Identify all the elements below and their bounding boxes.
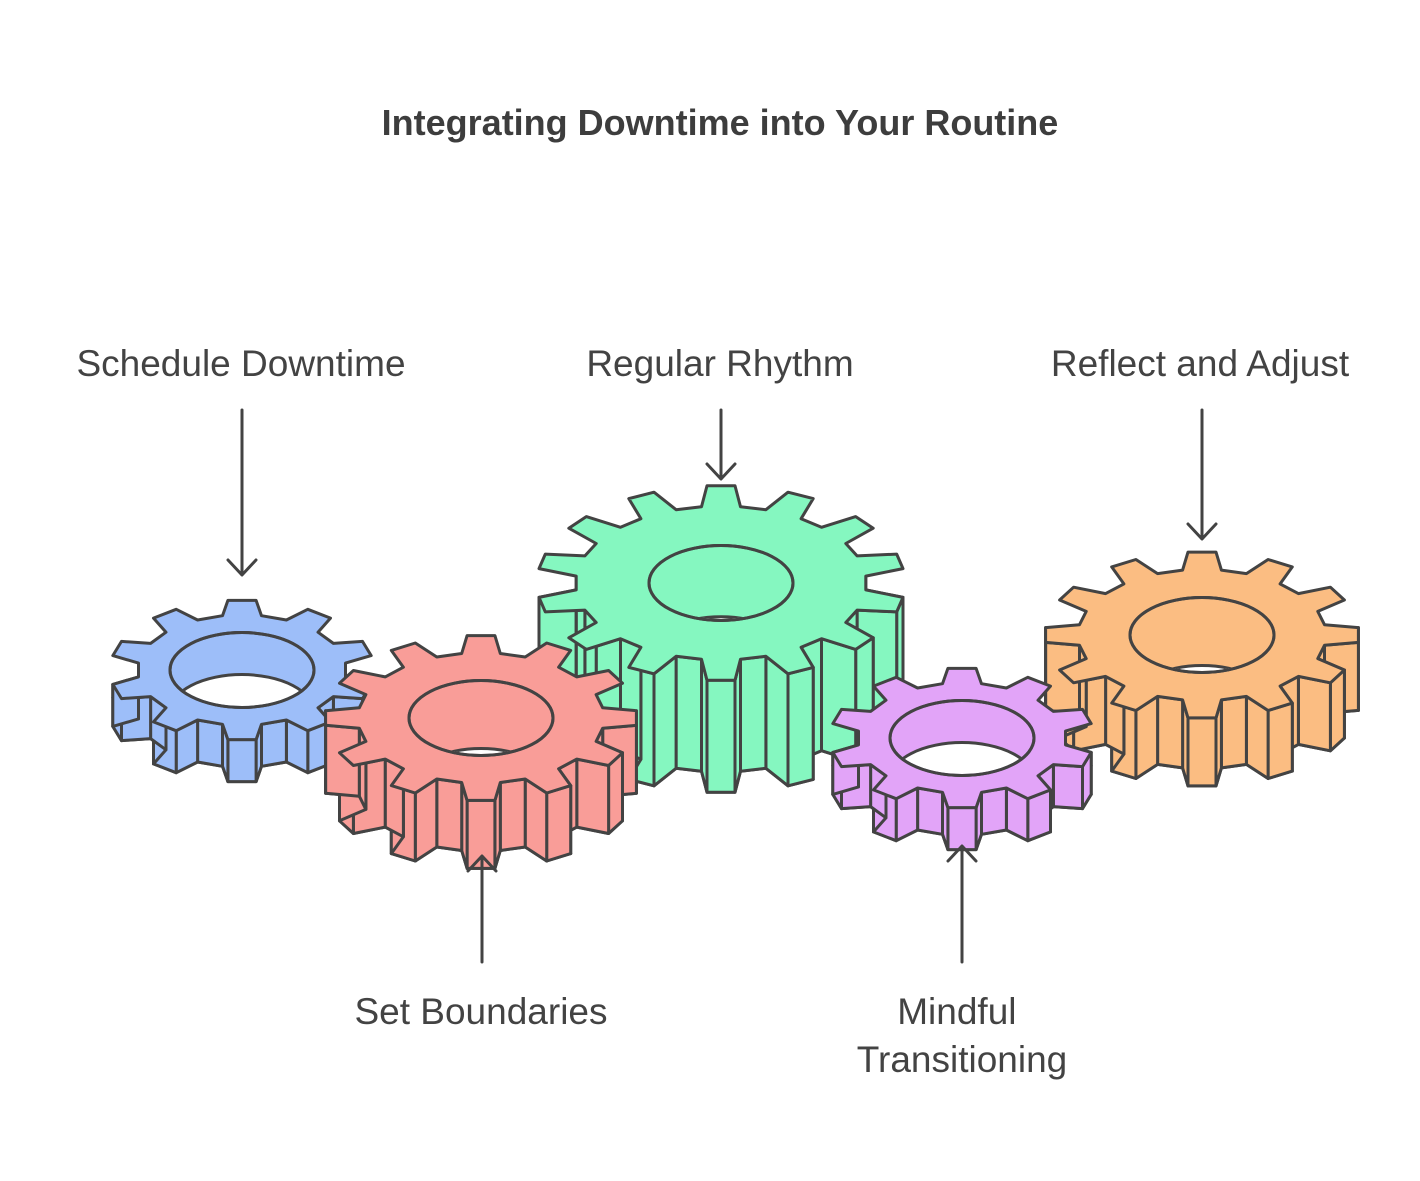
gear-wall (196, 718, 224, 768)
gear-wall (575, 757, 611, 835)
arrow-up-icon (946, 844, 978, 964)
gear-hole-rim (647, 544, 795, 622)
arrow-up-icon (466, 854, 498, 964)
gear-wall (260, 718, 288, 768)
gear-wall (764, 654, 790, 788)
arrow-down-icon (1186, 408, 1218, 541)
step-label-line: Transitioning (857, 1039, 1067, 1080)
gear-wall (820, 637, 858, 763)
diagram-title: Integrating Downtime into Your Routine (382, 102, 1059, 143)
step-label-mindful-transitioning: Mindful Transitioning (857, 991, 1067, 1080)
gear-icon (111, 598, 373, 784)
arrow-down-icon (226, 408, 258, 577)
gear-wall (1051, 763, 1084, 811)
gear-wall (739, 654, 768, 773)
step-label-reflect-and-adjust: Reflect and Adjust (1051, 343, 1350, 384)
gear-hole-opening (650, 615, 792, 619)
gear-hole-rim (407, 679, 555, 757)
gear-hole-opening (410, 747, 552, 754)
gear-wall (916, 786, 944, 836)
gear-wall (498, 777, 527, 852)
gear-wall (1156, 694, 1185, 770)
step-label-set-boundaries: Set Boundaries (354, 991, 607, 1032)
gear-wall (980, 786, 1008, 836)
gear-icon (831, 666, 1093, 852)
gear-icon (324, 634, 638, 870)
gear-wall (946, 806, 978, 852)
step-label-regular-rhythm: Regular Rhythm (586, 343, 853, 384)
gear-wall (1266, 701, 1294, 780)
gear-wall (545, 784, 573, 863)
gear-wall (1219, 694, 1248, 770)
gear-hole-opening (171, 673, 313, 706)
gear-wall (786, 665, 815, 788)
gear-wall (705, 678, 737, 794)
gear-hole-opening (891, 741, 1033, 774)
gear-wall (1186, 716, 1218, 788)
gears-layer (111, 484, 1360, 870)
gear-wall (435, 777, 464, 852)
gear-wall (652, 654, 678, 788)
step-label-line: Mindful (897, 991, 1016, 1032)
gear-wall (226, 738, 258, 784)
gear-hole-rim (1128, 596, 1276, 674)
arrow-down-icon (705, 408, 737, 481)
gear-hole-rim (168, 631, 316, 709)
gear-wall (1296, 674, 1332, 753)
gear-hole-rim (888, 699, 1036, 777)
gear-icon (1044, 550, 1360, 788)
gear-hole-opening (1131, 664, 1273, 671)
step-label-schedule-downtime: Schedule Downtime (76, 343, 405, 384)
gear-wall (674, 654, 703, 773)
